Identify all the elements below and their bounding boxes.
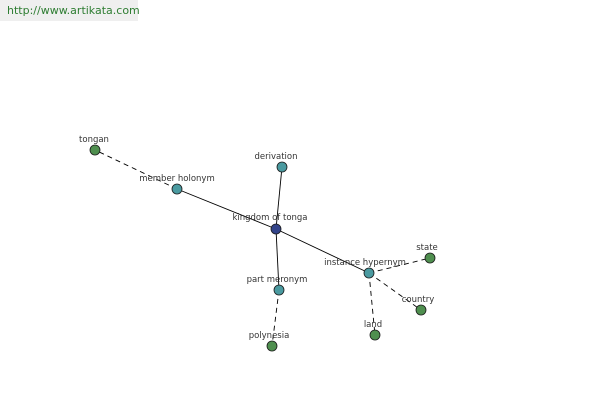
edge-instance-hypernym-to-land bbox=[368, 272, 376, 336]
node-label-member-holonym[interactable]: member holonym bbox=[139, 174, 214, 184]
node-country[interactable] bbox=[415, 304, 427, 316]
node-land[interactable] bbox=[369, 329, 381, 341]
watermark-bar: http://www.artikata.com bbox=[0, 0, 140, 21]
edge-center-to-derivation bbox=[275, 166, 283, 230]
edge-member-holonym-to-tongan bbox=[94, 149, 178, 190]
edge-center-to-member-holonym bbox=[176, 188, 277, 230]
node-label-country[interactable]: country bbox=[402, 295, 435, 305]
node-member-holonym[interactable] bbox=[171, 183, 183, 195]
node-part-meronym[interactable] bbox=[273, 284, 285, 296]
edge-center-to-part-meronym bbox=[275, 228, 280, 291]
watermark-link[interactable]: http://www.artikata.com bbox=[7, 4, 140, 17]
edge-part-meronym-to-polynesia bbox=[271, 289, 280, 347]
node-label-tongan[interactable]: tongan bbox=[79, 135, 109, 145]
edge-instance-hypernym-to-country bbox=[368, 272, 422, 311]
node-label-derivation[interactable]: derivation bbox=[254, 152, 297, 162]
node-label-land[interactable]: land bbox=[364, 320, 382, 330]
node-label-polynesia[interactable]: polynesia bbox=[249, 331, 290, 341]
node-center[interactable] bbox=[270, 223, 282, 235]
nodes-layer bbox=[89, 144, 436, 352]
node-derivation[interactable] bbox=[276, 161, 288, 173]
node-tongan[interactable] bbox=[89, 144, 101, 156]
node-state[interactable] bbox=[424, 252, 436, 264]
node-label-center[interactable]: kingdom of tonga bbox=[232, 213, 307, 223]
node-label-part-meronym[interactable]: part meronym bbox=[247, 275, 308, 285]
node-polynesia[interactable] bbox=[266, 340, 278, 352]
edge-center-to-instance-hypernym bbox=[275, 228, 370, 274]
node-instance-hypernym[interactable] bbox=[363, 267, 375, 279]
labels-layer: kingdom of tonga derivation member holonym… bbox=[79, 135, 438, 341]
node-label-state[interactable]: state bbox=[416, 243, 438, 253]
edges-layer bbox=[94, 149, 431, 347]
edge-instance-hypernym-to-state bbox=[368, 257, 431, 274]
node-label-instance-hypernym[interactable]: instance hypernym bbox=[324, 258, 406, 268]
